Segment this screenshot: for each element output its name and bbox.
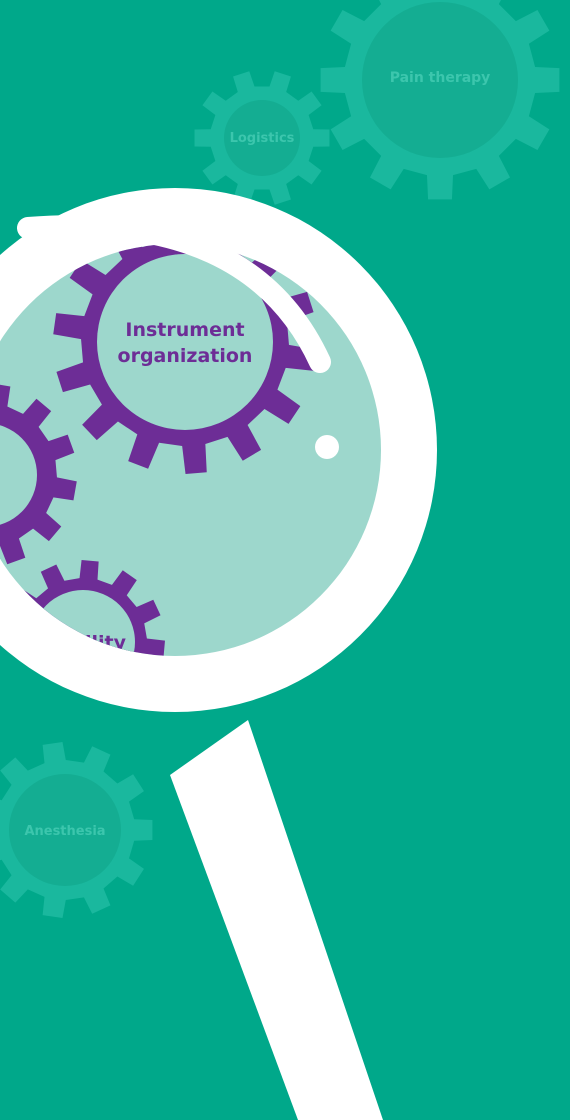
- background-gear-label: Anesthesia: [24, 824, 105, 839]
- gear-hub: [362, 2, 518, 158]
- gear-label-line1: Instrument: [125, 319, 244, 341]
- lens-highlight: [17, 215, 331, 373]
- gear-label-line2: organization: [118, 345, 253, 367]
- background-gear-anesthesia: Anesthesia: [0, 742, 153, 918]
- gear-icon: [0, 383, 77, 567]
- lens-highlight-dot: [315, 435, 339, 459]
- gear-hub: [97, 254, 273, 430]
- background-gear-logistics: Logistics: [194, 71, 330, 205]
- gear-hub: [0, 423, 37, 527]
- magnifier-handle: [170, 720, 383, 1120]
- background-gear-label: Pain therapy: [390, 70, 491, 86]
- background-gear-pain-therapy: Pain therapy: [320, 0, 560, 200]
- lens-gear-partial: [0, 383, 77, 567]
- gear-hub: [224, 100, 300, 176]
- background-gear-label: Logistics: [230, 131, 295, 146]
- gear-hub: [9, 774, 121, 886]
